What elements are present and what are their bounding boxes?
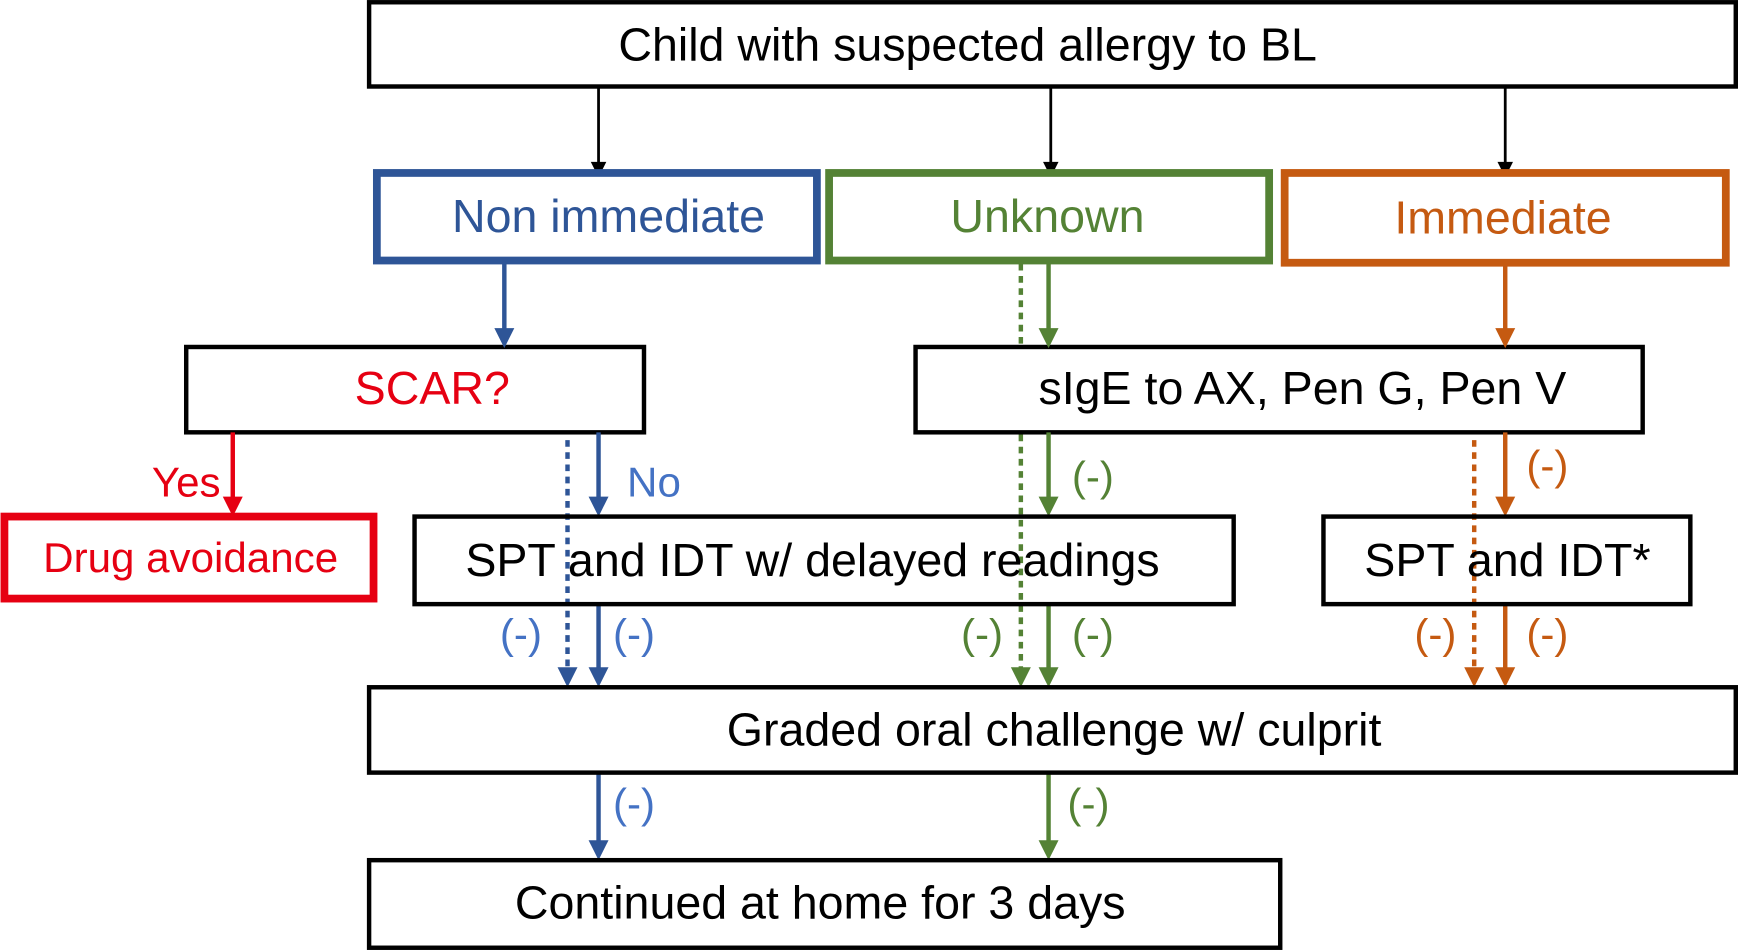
drug-avoidance-label: Drug avoidance: [43, 534, 338, 581]
spt-idt-label: SPT and IDT*: [1364, 534, 1650, 586]
spt-delayed-node: SPT and IDT w/ delayed readings: [412, 514, 1236, 607]
negative-label: (-): [1526, 442, 1568, 489]
immediate-node: Immediate: [1280, 169, 1730, 267]
green-arrows: [1010, 261, 1059, 861]
yes-label: Yes: [152, 459, 221, 506]
non-immediate-node: Non immediate: [372, 169, 821, 265]
continued-home-label: Continued at home for 3 days: [515, 876, 1126, 928]
negative-label: (-): [1072, 611, 1114, 658]
orange-arrows: [1464, 263, 1516, 688]
sige-label: sIgE to AX, Pen G, Pen V: [1038, 362, 1566, 414]
negative-label: (-): [1526, 611, 1568, 658]
unknown-node: Unknown: [825, 169, 1274, 265]
drug-avoidance-node: Drug avoidance: [0, 512, 378, 603]
root-node-label: Child with suspected allergy to BL: [618, 18, 1317, 70]
immediate-label: Immediate: [1394, 191, 1611, 243]
negative-label: (-): [961, 611, 1003, 658]
spt-delayed-label: SPT and IDT w/ delayed readings: [465, 534, 1159, 586]
spt-idt-node: SPT and IDT*: [1321, 514, 1693, 607]
graded-challenge-node: Graded oral challenge w/ culprit: [366, 685, 1738, 775]
non-immediate-label: Non immediate: [452, 190, 765, 242]
negative-label: (-): [1072, 453, 1114, 500]
unknown-label: Unknown: [950, 190, 1144, 242]
sige-node: sIgE to AX, Pen G, Pen V: [913, 344, 1645, 435]
graded-challenge-label: Graded oral challenge w/ culprit: [727, 703, 1382, 755]
blue-arrows: [494, 261, 609, 861]
scar-label: SCAR?: [355, 362, 510, 414]
negative-label: (-): [1067, 780, 1109, 827]
negative-label: (-): [613, 611, 655, 658]
dotted-paths: [565, 263, 1477, 674]
root-node: Child with suspected allergy to BL: [366, 0, 1738, 89]
red-arrow: [222, 432, 243, 517]
scar-node: SCAR?: [183, 344, 647, 435]
negative-label: (-): [1414, 611, 1456, 658]
root-arrows: [590, 86, 1513, 178]
negative-label: (-): [500, 611, 542, 658]
negative-label: (-): [613, 780, 655, 827]
continued-home-node: Continued at home for 3 days: [366, 857, 1283, 950]
no-label: No: [627, 459, 681, 506]
